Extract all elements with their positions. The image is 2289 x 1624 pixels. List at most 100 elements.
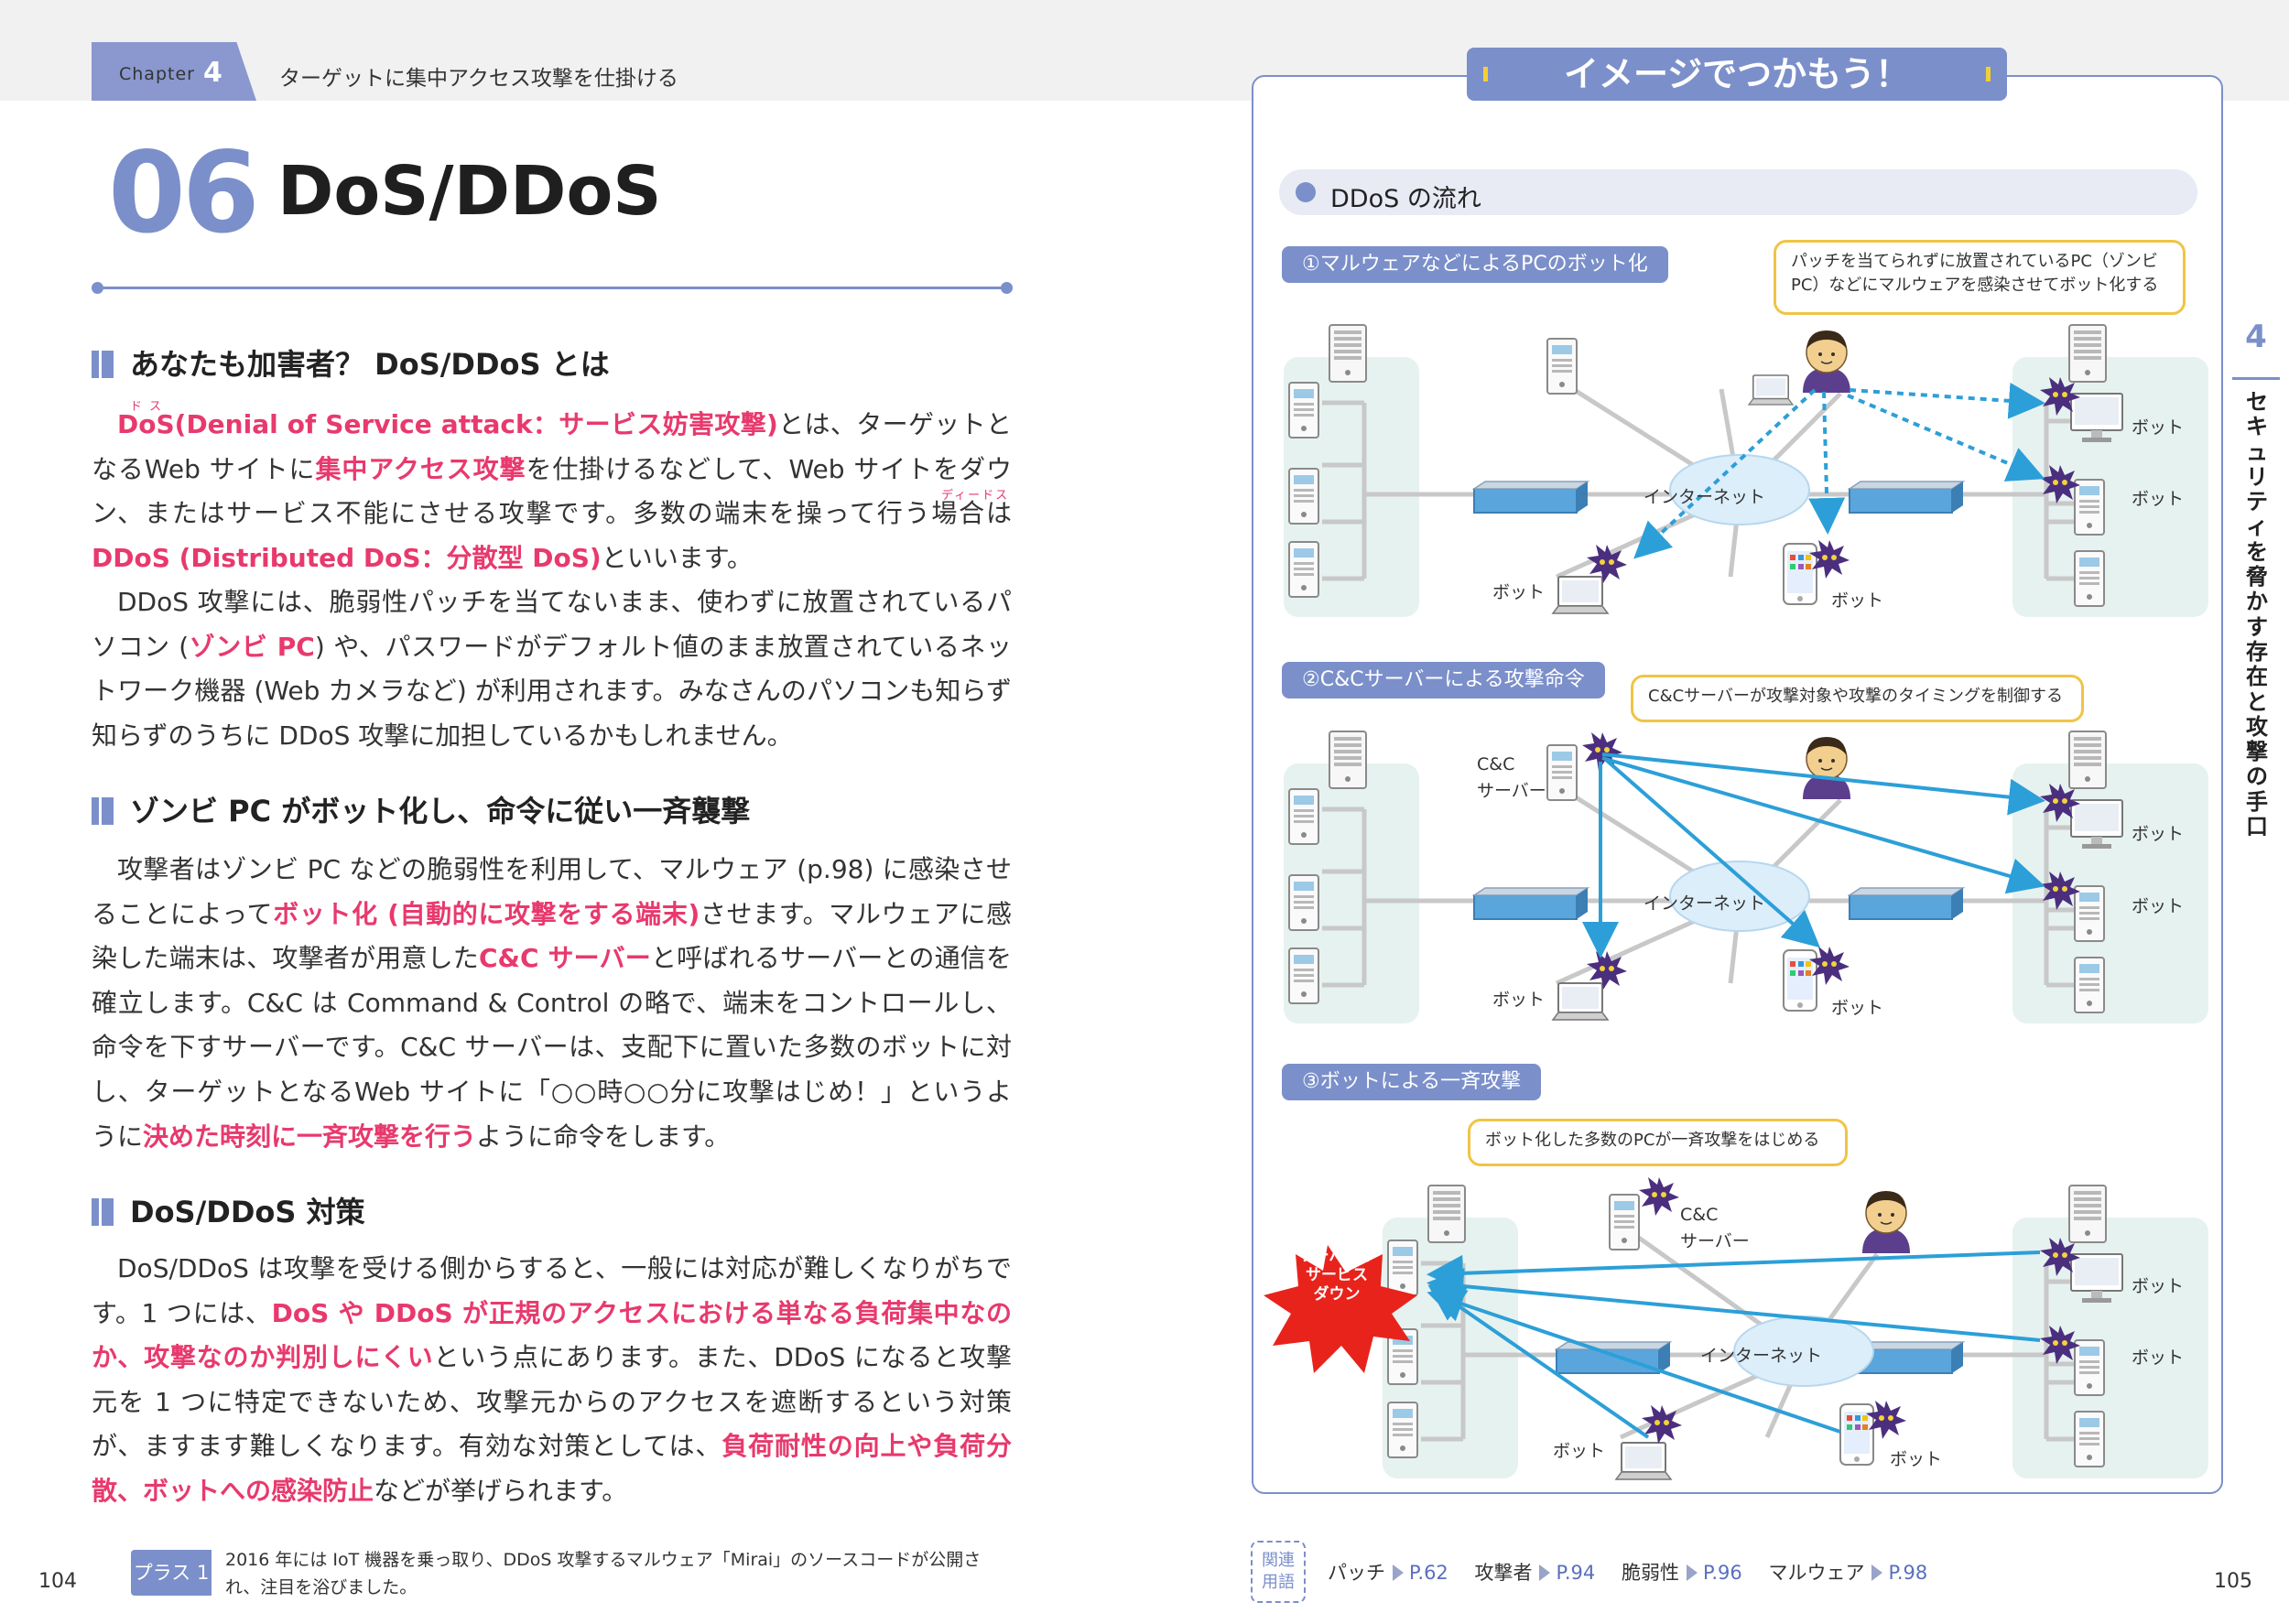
cc-server-label-2b: サーバー <box>1477 781 1546 801</box>
bot-label-1b: ボット <box>1831 590 1884 611</box>
text: 攻撃者はゾンビ PC などの脆弱性を利用して、マルウェア (p.98) に感染さ… <box>92 854 1012 929</box>
header-title: ターゲットに集中アクセス攻撃を仕掛ける <box>279 67 678 91</box>
side-tab-text: セキュリティを脅かす存在と攻撃の手口 <box>2246 389 2268 840</box>
arrow-right-icon <box>1539 1564 1551 1581</box>
paragraph-2: DDoS 攻撃には、脆弱性パッチを当てないまま、使わずに放置されているパソコン … <box>92 580 1012 758</box>
bot-label-2c: ボット <box>2132 824 2185 844</box>
related-terms-list: パッチ P.62 攻撃者 P.94 脆弱性 P.96 マルウェア P.98 <box>1328 1558 1947 1586</box>
heading-marker-icon <box>92 797 114 825</box>
text: DoS/DDoS は攻撃を受ける側からすると、一般には対応が難しくなりがちです。… <box>92 1253 1012 1328</box>
server-down-line1: サーバーや <box>1297 1247 1376 1265</box>
related-page-link[interactable]: P.98 <box>1888 1562 1928 1584</box>
arrow-right-icon <box>1871 1564 1883 1581</box>
related-label-line2: 用語 <box>1262 1573 1295 1592</box>
text: させます。マルウェアに感染した端末は、攻撃者が用意した <box>92 898 1013 974</box>
speech-bubble-2: C&Cサーバーが攻撃対象や攻撃のタイミングを制御する <box>1631 675 2084 722</box>
text: と呼ばれるサーバーとの通信を確立します。C&C は Command & Cont… <box>92 943 1012 1152</box>
bot-label-3d: ボット <box>2132 1348 2185 1368</box>
cc-server-label-3a: C&C <box>1680 1205 1719 1225</box>
subtitle-pill: DDoS の流れ <box>1279 169 2197 215</box>
cc-server-label-2a: C&C <box>1477 754 1515 774</box>
related-term: マルウェア <box>1768 1562 1865 1584</box>
title-rule-dot-right <box>1001 282 1013 294</box>
heading-marker-icon <box>92 1198 114 1226</box>
paragraph-1: DoS(Denial of Service attack：サービス妨害攻撃)とは… <box>92 403 1012 580</box>
internet-label-2: インターネット <box>1644 893 1766 914</box>
title-tick-left <box>1483 67 1488 81</box>
bot-label-1c: ボット <box>2132 417 2185 438</box>
title-rule <box>96 287 1007 289</box>
term-concentrated-access: 集中アクセス攻撃 <box>315 453 526 484</box>
chapter-tab: Chapter 4 <box>92 42 256 101</box>
heading-marker-icon <box>92 351 114 378</box>
step-1-label: ①マルウェアなどによるPCのボット化 <box>1282 246 1668 283</box>
diagram-step-3 <box>1264 1177 2208 1480</box>
heading-what-is-dos: あなたも加害者？ DoS/DDoS とは <box>92 350 610 379</box>
server-down-line2: サービス <box>1306 1266 1368 1284</box>
section-title: DoS/DDoS <box>277 152 662 231</box>
ruby-dos: ドス <box>130 400 169 414</box>
chapter-side-tab: 4 セキュリティを脅かす存在と攻撃の手口 <box>2223 302 2289 1245</box>
text: などが挙げられます。 <box>374 1475 628 1506</box>
diagram-step-2 <box>1284 731 2208 1023</box>
server-down-line3: ダウン <box>1313 1285 1361 1304</box>
heading-countermeasures: DoS/DDoS 対策 <box>92 1197 365 1227</box>
bot-label-3b: ボット <box>1890 1449 1943 1469</box>
text: ) や、パスワードがデフォルト値のまま放置されているネットワーク機器 (Web … <box>92 631 1012 751</box>
related-page-link[interactable]: P.96 <box>1702 1562 1742 1584</box>
arrow-right-icon <box>1686 1564 1698 1581</box>
bot-label-3c: ボット <box>2132 1276 2185 1296</box>
bot-label-2a: ボット <box>1492 990 1546 1010</box>
ruby-ddos: ディードス <box>941 489 1010 503</box>
heading-text: DoS/DDoS 対策 <box>130 1195 365 1229</box>
term-dos: DoS(Denial of Service attack：サービス妨害攻撃) <box>117 409 778 439</box>
paragraph-3: 攻撃者はゾンビ PC などの脆弱性を利用して、マルウェア (p.98) に感染さ… <box>92 848 1012 1159</box>
section-number: 06 <box>108 128 260 258</box>
internet-label-3: インターネット <box>1700 1346 1823 1366</box>
ddos-flow-diagram <box>1264 324 2208 1480</box>
side-tab-rule <box>2232 377 2280 380</box>
related-term: 脆弱性 <box>1621 1562 1679 1584</box>
related-terms-label: 関連 用語 <box>1251 1541 1306 1603</box>
term-synchronized-attack: 決めた時刻に一斉攻撃を行う <box>143 1121 477 1152</box>
term-cc-server: C&C サーバー <box>478 943 651 974</box>
chapter-number: 4 <box>203 57 222 89</box>
text: ように命令をします。 <box>476 1121 731 1152</box>
title-tick-right <box>1986 67 1991 81</box>
paragraph-4: DoS/DDoS は攻撃を受ける側からすると、一般には対応が難しくなりがちです。… <box>92 1247 1012 1514</box>
term-bot: ボット化 (自動的に攻撃をする端末) <box>273 898 700 929</box>
text: という点にあります。また、DDoS になると攻撃元を 1 つに特定できないため、… <box>92 1342 1012 1462</box>
side-tab-number: 4 <box>2245 319 2267 355</box>
text: とは、ターゲットとなるWeb サイトに <box>92 409 1012 484</box>
page-number-left: 104 <box>38 1570 77 1593</box>
panel-title-text: イメージでつかもう！ <box>1563 54 1911 94</box>
bot-label-2d: ボット <box>2132 896 2185 916</box>
heading-zombie-bot: ゾンビ PC がボット化し、命令に従い一斉襲撃 <box>92 796 750 826</box>
term-ddos: DDoS (Distributed DoS：分散型 DoS) <box>92 542 602 573</box>
plus-one-text: 2016 年には IoT 機器を乗っ取り、DDoS 攻撃するマルウェア「Mira… <box>225 1550 982 1597</box>
term-hard-to-distinguish: DoS や DDoS が正規のアクセスにおける単なる負荷集中なのか、攻撃なのか判… <box>92 1297 1012 1373</box>
bot-label-3a: ボット <box>1553 1441 1606 1461</box>
diagram-step-1 <box>1284 324 2208 617</box>
text: を仕掛けるなどして、Web サイトをダウン、またはサービス不能にさせる攻撃です。… <box>92 453 1012 529</box>
panel-title: イメージでつかもう！ <box>1467 48 2007 101</box>
related-term: 攻撃者 <box>1474 1562 1533 1584</box>
plus-one-badge: プラス 1 <box>131 1550 212 1596</box>
step-3-label: ③ボットによる一斉攻撃 <box>1282 1064 1542 1100</box>
page-number-right: 105 <box>2214 1570 2252 1593</box>
related-page-link[interactable]: P.62 <box>1409 1562 1448 1584</box>
chapter-label: Chapter <box>119 64 195 84</box>
bot-label-2b: ボット <box>1831 998 1884 1018</box>
related-page-link[interactable]: P.94 <box>1556 1562 1596 1584</box>
bot-label-1d: ボット <box>2132 489 2185 509</box>
term-zombie-pc: ゾンビ PC <box>189 631 315 662</box>
text: DDoS 攻撃には、脆弱性パッチを当てないまま、使わずに放置されているパソコン … <box>92 587 1012 662</box>
server-down-label: サーバーや サービス ダウン <box>1277 1247 1396 1305</box>
heading-text: ゾンビ PC がボット化し、命令に従い一斉襲撃 <box>130 794 751 828</box>
bullet-dot-icon <box>1296 182 1316 202</box>
speech-bubble-3: ボット化した多数のPCが一斉攻撃をはじめる <box>1468 1119 1848 1166</box>
arrow-right-icon <box>1393 1564 1404 1581</box>
related-label-line1: 関連 <box>1262 1551 1295 1570</box>
related-term: パッチ <box>1328 1562 1385 1584</box>
term-countermeasures: 負荷耐性の向上や負荷分散、ボットへの感染防止 <box>92 1431 1012 1506</box>
